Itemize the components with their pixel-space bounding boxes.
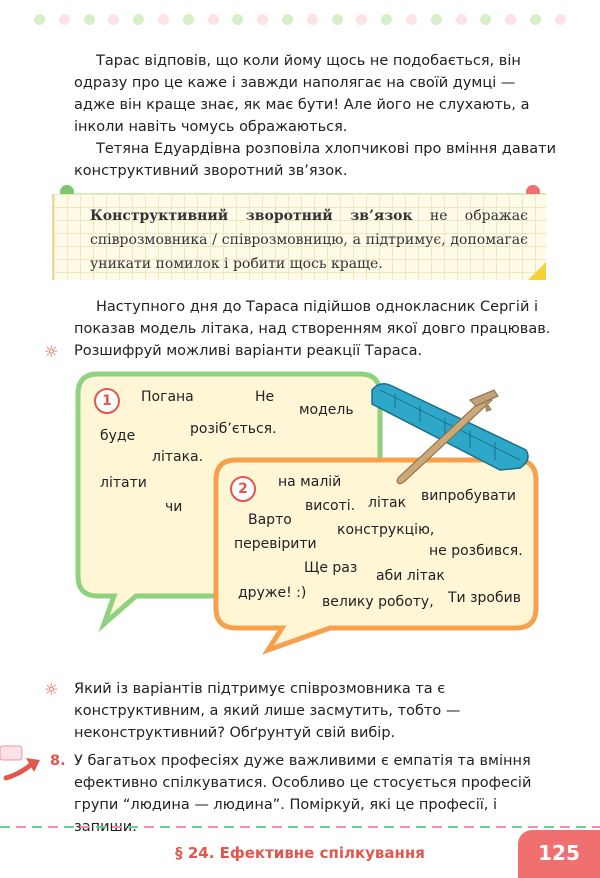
bubble-1-word: Не (255, 389, 275, 405)
bubble-2-word: велику роботу, (322, 594, 434, 610)
task-8: 8. У багатьох професіях дуже важливими є… (50, 750, 560, 838)
bubble-2-shape (213, 457, 539, 655)
bubble-2-word: висоті. (305, 498, 356, 514)
bubble-2-word: не розбився. (429, 543, 523, 559)
top-decorative-dots (34, 14, 566, 26)
definition-box: Конструктивний зворотний зв’язок не обра… (52, 194, 546, 280)
footer-divider (0, 826, 600, 828)
bubbles-svg (75, 371, 539, 655)
intro-text: Тарас відповів, що коли йому щось не под… (74, 50, 560, 182)
bubble-1-word: чи (165, 499, 183, 515)
bubble-1-number: 1 (94, 388, 120, 414)
bubble-2-word: Ще раз (304, 560, 358, 576)
task-evaluate: ☼ Який із варіантів підтримує співрозмов… (44, 678, 560, 744)
story-text: Наступного дня до Тараса підійшов однокл… (74, 296, 560, 340)
bubble-2-word: конструкцію, (337, 522, 435, 538)
page-number: 125 (518, 830, 600, 878)
bubble-1-word: Погана (141, 389, 194, 405)
sun-icon: ☼ (44, 680, 59, 699)
definition-body: не ображає співрозмовника / співрозмовни… (90, 208, 528, 272)
bubble-1-word: модель (299, 402, 354, 418)
bubble-2-word: на малій (278, 474, 342, 490)
paragraph-2: Тетяна Едуардівна розповіла хлопчикові п… (74, 141, 557, 179)
speech-bubbles: 1 2 Погана Не модель буде розіб’ється. л… (0, 360, 600, 670)
arrow-icon (0, 744, 44, 784)
task-decode-text: Розшифруй можливі варіанти реакції Тарас… (74, 343, 423, 359)
bubble-1-word: розіб’ється. (190, 421, 277, 437)
task-8-text: У багатьох професіях дуже важливими є ем… (74, 753, 532, 835)
box-corner (528, 262, 546, 280)
paragraph-1: Тарас відповів, що коли йому щось не под… (74, 53, 530, 135)
definition-term: Конструктивний зворотний зв’язок (90, 208, 413, 224)
paragraph-3: Наступного дня до Тараса підійшов однокл… (74, 299, 551, 337)
task-evaluate-text: Який із варіантів підтримує співрозмовни… (74, 681, 461, 741)
bubble-2-word: друже! :) (238, 585, 307, 601)
bubble-2-number: 2 (230, 476, 256, 502)
bubble-2-word: випробувати (421, 488, 516, 504)
bubble-2-word: літак (368, 495, 407, 511)
bubble-2-word: аби літак (376, 568, 445, 584)
airplane-model-icon (371, 383, 529, 485)
definition-text: Конструктивний зворотний зв’язок не обра… (90, 204, 528, 276)
bubble-1-word: літака. (152, 449, 204, 465)
bubble-1-word: буде (100, 428, 136, 444)
task-8-number: 8. (50, 753, 66, 769)
task-decode: ☼ Розшифруй можливі варіанти реакції Тар… (44, 340, 560, 362)
bubble-2-word: перевірити (234, 536, 317, 552)
bubble-2-word: Ти зробив (448, 590, 521, 606)
bubble-1-word: літати (100, 475, 147, 491)
section-title: § 24. Ефективне спілкування (175, 844, 425, 862)
bubble-2-word: Варто (248, 512, 292, 528)
sun-icon: ☼ (44, 342, 59, 361)
